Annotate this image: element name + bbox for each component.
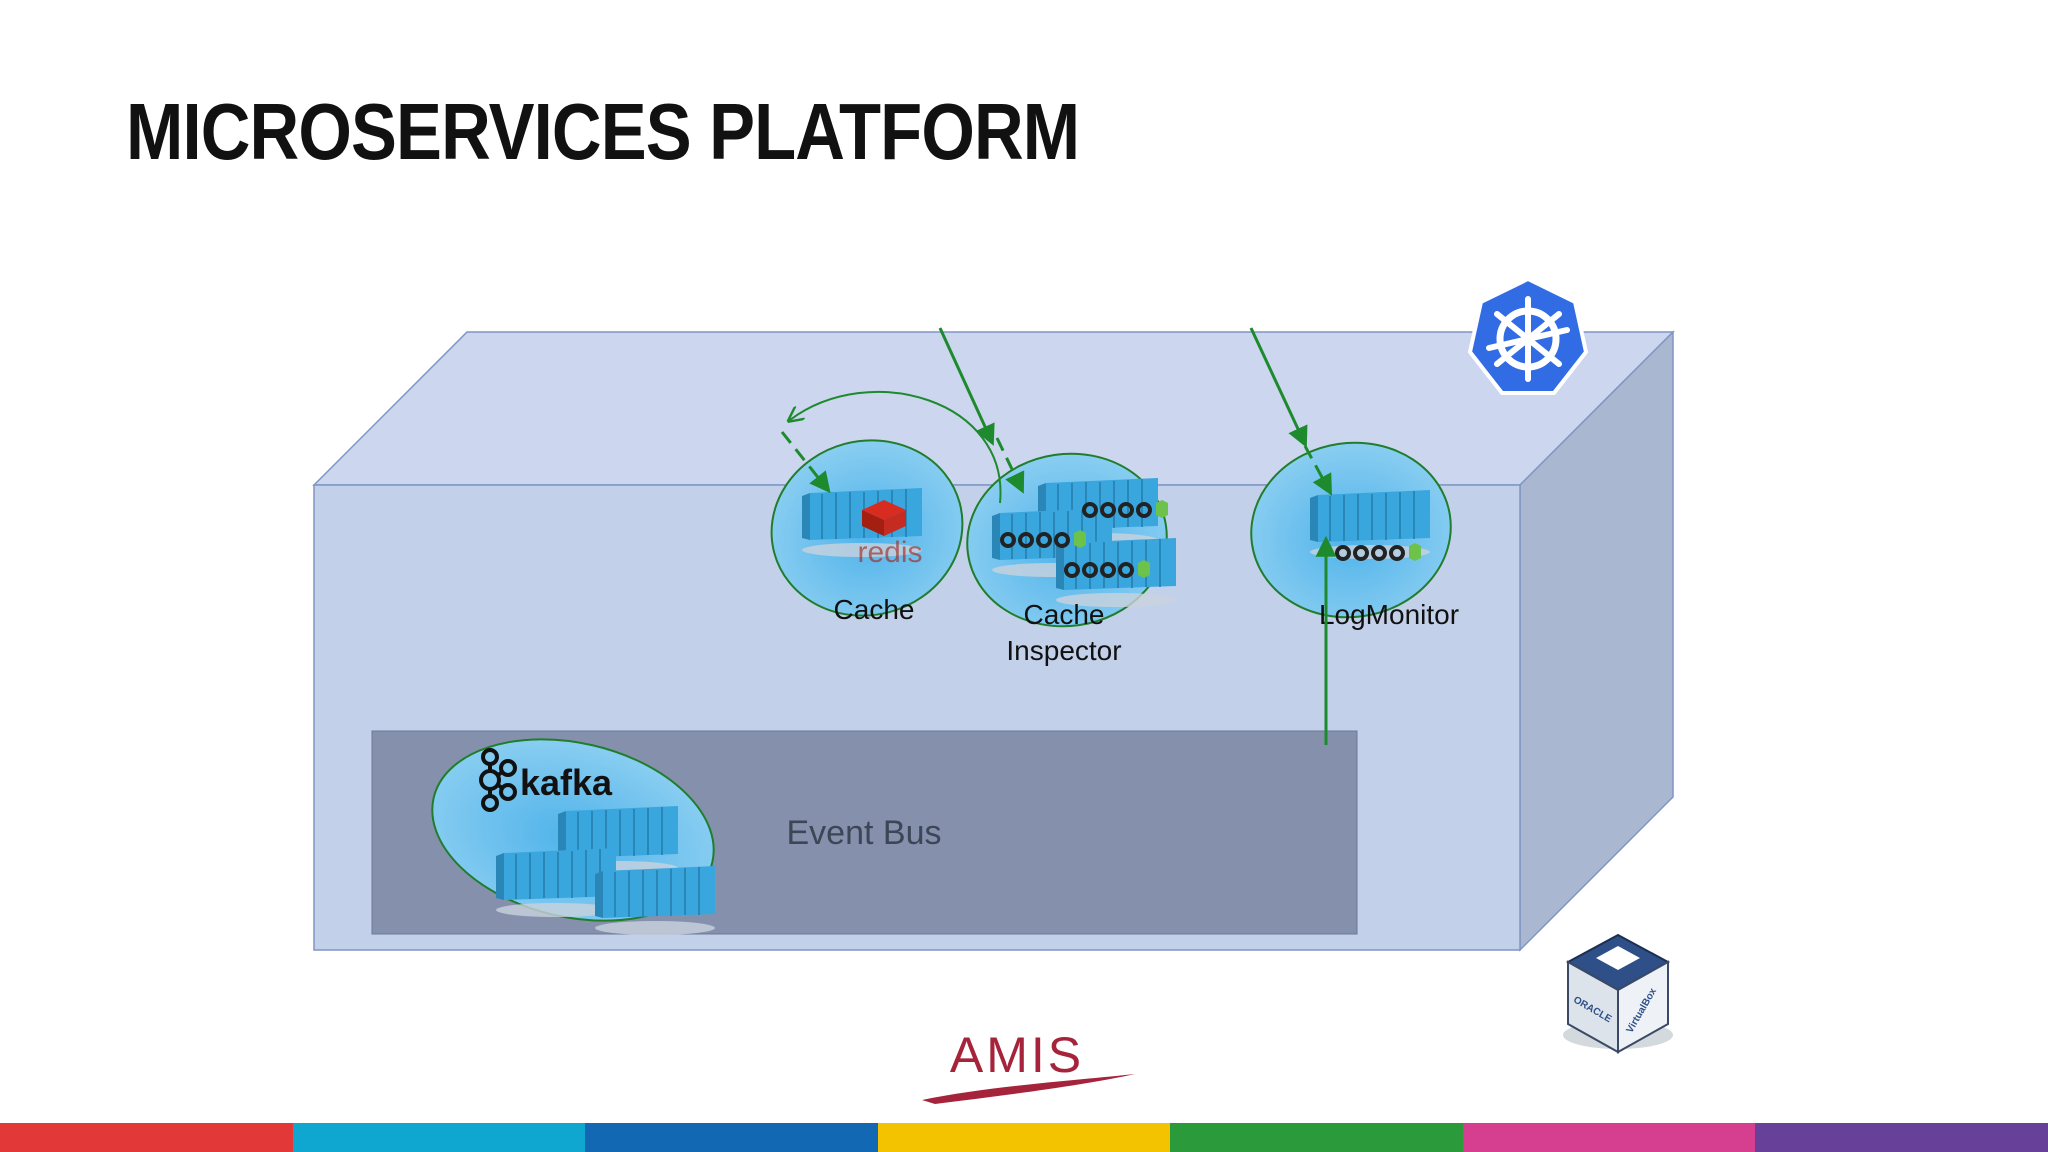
dashed-arrow-cache-inspector (995, 437, 1025, 494)
kafka-icon (479, 748, 517, 812)
cache-inspector-group: Cache Inspector (966, 452, 1177, 666)
kafka-group: kafka (431, 738, 716, 936)
flow-arrows (780, 327, 1337, 745)
inspector-to-cache-curve (790, 390, 1002, 504)
dashed-arrow-log-monitor (1303, 445, 1333, 496)
log-monitor-group: LogMonitor (1250, 441, 1459, 630)
cache-inspector-label-line1: Cache (1024, 599, 1105, 630)
color-bar-segment (1170, 1123, 1463, 1152)
kafka-label: kafka (520, 762, 613, 803)
dashed-arrow-cache (780, 431, 831, 494)
color-bar-segment (292, 1123, 586, 1152)
virtualbox-icon: ORACLE VirtualBox (1563, 933, 1673, 1054)
amis-logo: AMIS (922, 1027, 1135, 1104)
incoming-arrow-cache-inspector (938, 327, 995, 446)
kubernetes-icon (1467, 276, 1589, 395)
redis-icon (862, 500, 906, 536)
page-title: MICROSERVICES PLATFORM (126, 87, 1080, 176)
cache-inspector-label-line2: Inspector (1006, 635, 1121, 666)
color-bar-segment (877, 1123, 1171, 1152)
redis-label: redis (857, 536, 922, 569)
log-monitor-label: LogMonitor (1319, 599, 1459, 630)
platform-box-top (312, 331, 1675, 486)
amis-label: AMIS (950, 1027, 1084, 1083)
cache-label: Cache (834, 594, 915, 625)
color-bar-segment (0, 1123, 293, 1152)
footer-color-bar (0, 1123, 2048, 1152)
color-bar-segment (1755, 1123, 2048, 1152)
color-bar-segment (585, 1123, 878, 1152)
event-bus-label: Event Bus (787, 814, 942, 852)
incoming-arrow-log-monitor (1249, 327, 1308, 448)
color-bar-segment (1462, 1123, 1756, 1152)
